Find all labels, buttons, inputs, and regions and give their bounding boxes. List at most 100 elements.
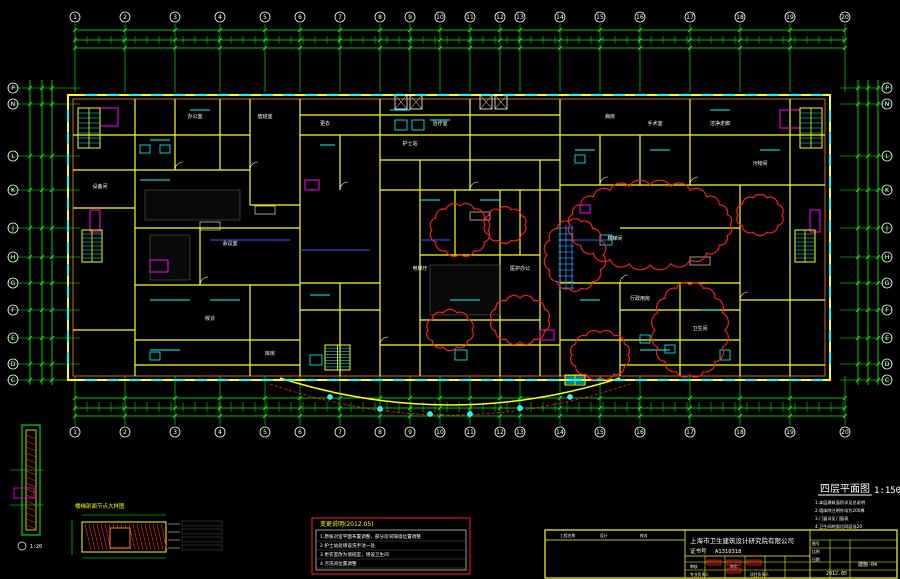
door-arc-1 — [249, 161, 259, 171]
cert-number: A1310318 — [715, 549, 742, 555]
axis-bubble-right-4-label: J — [885, 225, 888, 232]
axis-bubble-top-4-label: 5 — [263, 14, 267, 21]
axis-bubble-top-3-label: 4 — [218, 14, 222, 21]
stair-detail: 1:20 — [10, 424, 44, 551]
dim-tick — [49, 335, 55, 341]
dim-tick — [687, 45, 693, 51]
dim-tick — [437, 405, 443, 411]
dim-tick — [49, 101, 55, 107]
detail-hatch — [25, 506, 37, 512]
axis-bubble-bottom-19-label: 20 — [841, 429, 849, 436]
dim-tick — [865, 153, 871, 159]
room-label-r8: 洁净走廊 — [710, 120, 730, 127]
axis-bubble-left-3-label: K — [11, 187, 16, 194]
tb-cell-6: 比例 — [812, 549, 820, 554]
detail-hatch — [25, 440, 37, 446]
dim-tick — [787, 27, 793, 33]
axis-bubble-top-2 — [169, 11, 181, 23]
dim-tick — [172, 395, 178, 401]
axis-bubble-top-6 — [334, 11, 346, 23]
dim-tick — [49, 377, 55, 383]
axis-bubble-top-18 — [784, 11, 796, 23]
dim-tick — [597, 405, 603, 411]
detail-bracket — [13, 487, 35, 499]
axis-bubble-bottom-3-label: 4 — [218, 429, 222, 436]
dim-tick — [637, 27, 643, 33]
dim-tick — [407, 27, 413, 33]
dim-tick — [517, 395, 523, 401]
dim-tick — [297, 45, 303, 51]
tb-cell-1: 设计 — [600, 533, 608, 538]
room-label-r13: 会议室 — [222, 240, 237, 247]
room-label-r6: 病房 — [605, 113, 615, 120]
dim-tick — [72, 45, 78, 51]
dim-tick — [407, 395, 413, 401]
facade-column-5 — [567, 394, 573, 400]
axis-bubble-top-12 — [514, 11, 526, 23]
dim-tick — [467, 405, 473, 411]
title-block-frame — [544, 529, 898, 579]
axis-bubble-bottom-11-label: 12 — [496, 429, 504, 436]
room-label-r12: 楼梯间 — [607, 235, 622, 242]
fixture-3 — [411, 119, 425, 131]
note-line-3: 4.卫生间地面比同层低20 — [815, 523, 862, 530]
axis-bubble-right-3-label: K — [885, 187, 890, 194]
dim-tick — [557, 37, 563, 43]
elevator-x — [394, 94, 408, 110]
axis-bubble-bottom-16 — [684, 426, 696, 438]
dim-tick — [27, 225, 33, 231]
axis-bubble-right-0-label: P — [885, 85, 889, 92]
room-labels: 办公室值班室更衣护士站治疗室病房手术室洁净走廊污物间设备间电梯厅楼梯间会议室库房… — [92, 113, 767, 357]
dim-tick — [557, 405, 563, 411]
tb-cell-7: 日期 — [812, 557, 820, 562]
dim-tick — [377, 27, 383, 33]
detail-hatch — [25, 470, 37, 476]
dim-tick — [39, 361, 45, 367]
title-block: 上海市卫生建筑设计研究院有限公司 证书号 A1310318 建施-04 2012… — [544, 529, 898, 579]
detail-frame — [21, 424, 41, 536]
dim-tick — [842, 395, 848, 401]
dim-tick — [122, 37, 128, 43]
room-label-r16: 卫生间 — [692, 325, 707, 332]
axis-bubble-top-11 — [494, 11, 506, 23]
axis-bubble-top-14 — [594, 11, 606, 23]
axis-bubble-top-4 — [259, 11, 271, 23]
dim-tick — [737, 27, 743, 33]
dim-tick — [687, 405, 693, 411]
axis-bubble-top-7-label: 8 — [378, 14, 382, 21]
dim-tick — [787, 395, 793, 401]
axis-bubble-left-2-label: L — [11, 153, 15, 160]
dim-tick — [875, 377, 881, 383]
axis-bubble-top-1 — [119, 11, 131, 23]
axis-bubble-top-16-label: 17 — [686, 14, 694, 21]
dim-tick — [337, 405, 343, 411]
room-label-r2: 值班室 — [257, 113, 272, 120]
dim-tick — [875, 153, 881, 159]
dim-tick — [49, 254, 55, 260]
dim-tick — [875, 101, 881, 107]
sheet-number: 建施-04 — [858, 561, 877, 568]
axis-bubble-bottom-15 — [634, 426, 646, 438]
hatch-zone-2 — [429, 264, 501, 316]
axis-bubble-right-3 — [881, 184, 893, 196]
legend-hatch — [136, 523, 144, 551]
detail-hatch — [25, 464, 37, 470]
axis-bubble-top-12-label: 13 — [516, 14, 524, 21]
axis-bubble-bottom-3 — [214, 426, 226, 438]
axis-grid: 1122334455667788991010111112121313141415… — [7, 11, 893, 438]
axis-bubble-left-6-label: G — [11, 280, 16, 287]
fixture-0 — [139, 144, 151, 154]
axis-bubble-bottom-7-label: 8 — [378, 429, 382, 436]
dim-tick — [297, 405, 303, 411]
door-arc-5 — [689, 176, 699, 186]
axis-bubble-top-13-label: 14 — [556, 14, 564, 21]
axis-bubble-left-8-label: E — [11, 335, 15, 342]
change-title: 变更说明(2012.05) — [320, 520, 374, 528]
detail-scale: 1:20 — [30, 544, 42, 550]
dim-tick — [557, 45, 563, 51]
dim-tick — [172, 37, 178, 43]
elevator-x — [409, 94, 423, 110]
axis-bubble-top-16 — [684, 11, 696, 23]
room-tag-1 — [199, 221, 221, 231]
dim-tick — [377, 37, 383, 43]
